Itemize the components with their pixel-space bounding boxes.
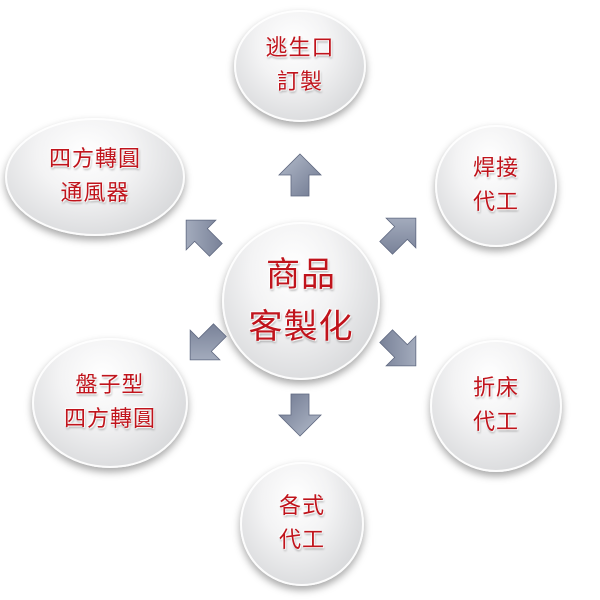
- node-bottom: 各式 代工: [240, 462, 364, 586]
- node-top-left-line1: 四方轉圓: [48, 147, 141, 172]
- node-top-left: 四方轉圓 通風器: [5, 118, 185, 236]
- center-line1: 商品: [266, 255, 336, 295]
- center-node: 商品 客製化: [222, 222, 380, 380]
- node-top-left-line2: 通風器: [60, 181, 130, 206]
- node-bottom-line1: 各式: [278, 494, 325, 519]
- node-bottom-line2: 代工: [278, 528, 325, 553]
- node-bottom-right: 折床 代工: [430, 340, 562, 472]
- node-top-right: 焊接 代工: [435, 125, 557, 247]
- arrow-up-icon: [277, 152, 323, 198]
- node-top-line2: 訂製: [276, 70, 323, 95]
- node-top: 逃生口 訂製: [234, 10, 366, 122]
- node-top-line1: 逃生口: [265, 36, 335, 61]
- arrow-down-icon: [277, 392, 323, 438]
- arrow-down-right-icon: [368, 318, 433, 383]
- node-bottom-left-line1: 盤子型: [75, 373, 145, 398]
- node-top-right-line1: 焊接: [472, 156, 519, 181]
- node-bottom-left-line2: 四方轉圓: [63, 407, 156, 432]
- node-bottom-left: 盤子型 四方轉圓: [32, 338, 188, 468]
- arrow-up-right-icon: [368, 200, 433, 265]
- node-bottom-right-line1: 折床: [472, 376, 519, 401]
- center-line2: 客製化: [248, 307, 354, 347]
- node-bottom-right-line2: 代工: [472, 410, 519, 435]
- arrow-up-left-icon: [168, 202, 233, 267]
- node-top-right-line2: 代工: [472, 190, 519, 215]
